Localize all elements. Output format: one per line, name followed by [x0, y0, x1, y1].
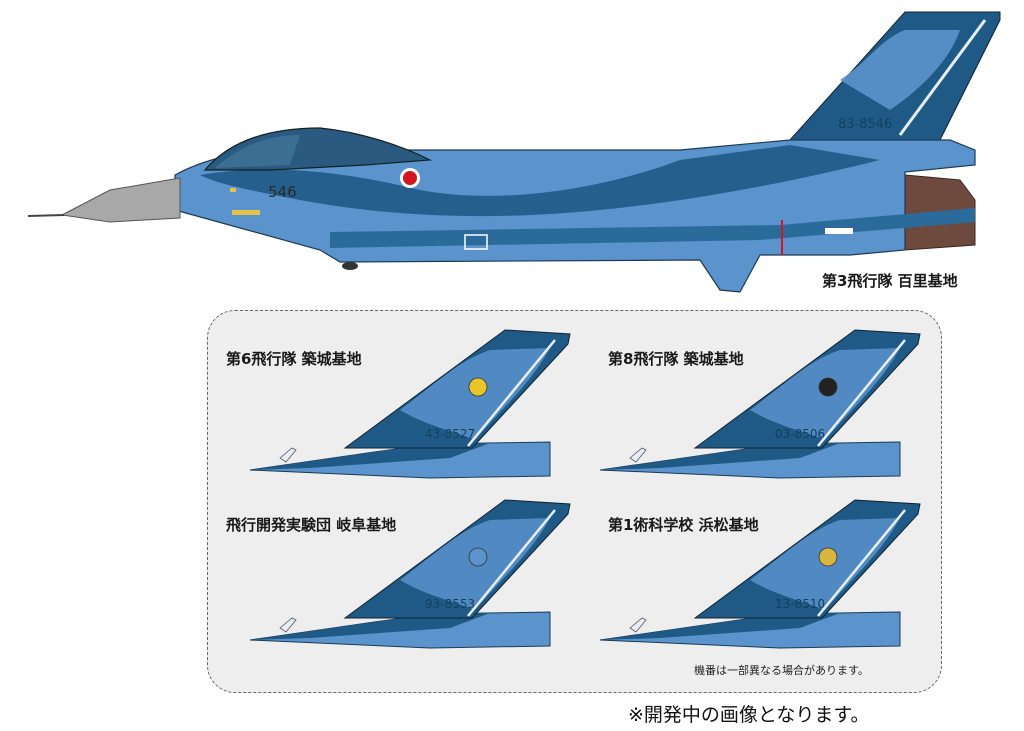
tail-number-note: 機番は一部異なる場合があります。	[694, 664, 869, 677]
blue-swallow-emblem-icon	[468, 547, 488, 567]
tail-number: 43-8527	[425, 427, 475, 441]
yellow-circle-emblem-icon	[468, 377, 488, 397]
gold-eagle-emblem-icon	[818, 547, 838, 567]
tail-pitot	[629, 447, 647, 463]
tail-number: 13-8510	[775, 597, 825, 611]
tail-stripe	[817, 339, 906, 447]
tail-stripe	[817, 509, 906, 617]
tail-stripe	[467, 339, 556, 447]
variant-unit-label: 第6飛行隊 築城基地	[226, 350, 362, 368]
tail-fuselage-camo	[250, 613, 490, 640]
tail-fuselage-camo	[600, 443, 840, 470]
tail-pitot	[279, 617, 297, 633]
nose-number: 546	[268, 183, 297, 201]
tail-number: 83-8546	[838, 117, 892, 132]
variant-tail: 93-8553	[249, 499, 571, 649]
black-panther-emblem-icon	[818, 377, 838, 397]
tail-number: 93-8553	[425, 597, 475, 611]
variant-tail: 43-8527	[249, 329, 571, 479]
tail-number: 03-8506	[775, 427, 825, 441]
tail-pitot	[629, 617, 647, 633]
development-note: ※開発中の画像となります。	[628, 704, 870, 726]
variant-unit-label: 飛行開発実験団 岐阜基地	[226, 516, 397, 534]
variant-unit-label: 第1術科学校 浜松基地	[608, 516, 759, 534]
variant-tail: 03-8506	[599, 329, 921, 479]
tail-fuselage-camo	[600, 613, 840, 640]
variant-tail: 13-8510	[599, 499, 921, 649]
variant-unit-label: 第8飛行隊 築城基地	[608, 350, 744, 368]
tail-stripe	[467, 509, 556, 617]
tail-pitot	[279, 447, 297, 463]
main-unit-label: 第3飛行隊 百里基地	[822, 272, 958, 290]
tail-fuselage-camo	[250, 443, 490, 470]
main-aircraft: 83-8546 546	[27, 11, 1001, 293]
